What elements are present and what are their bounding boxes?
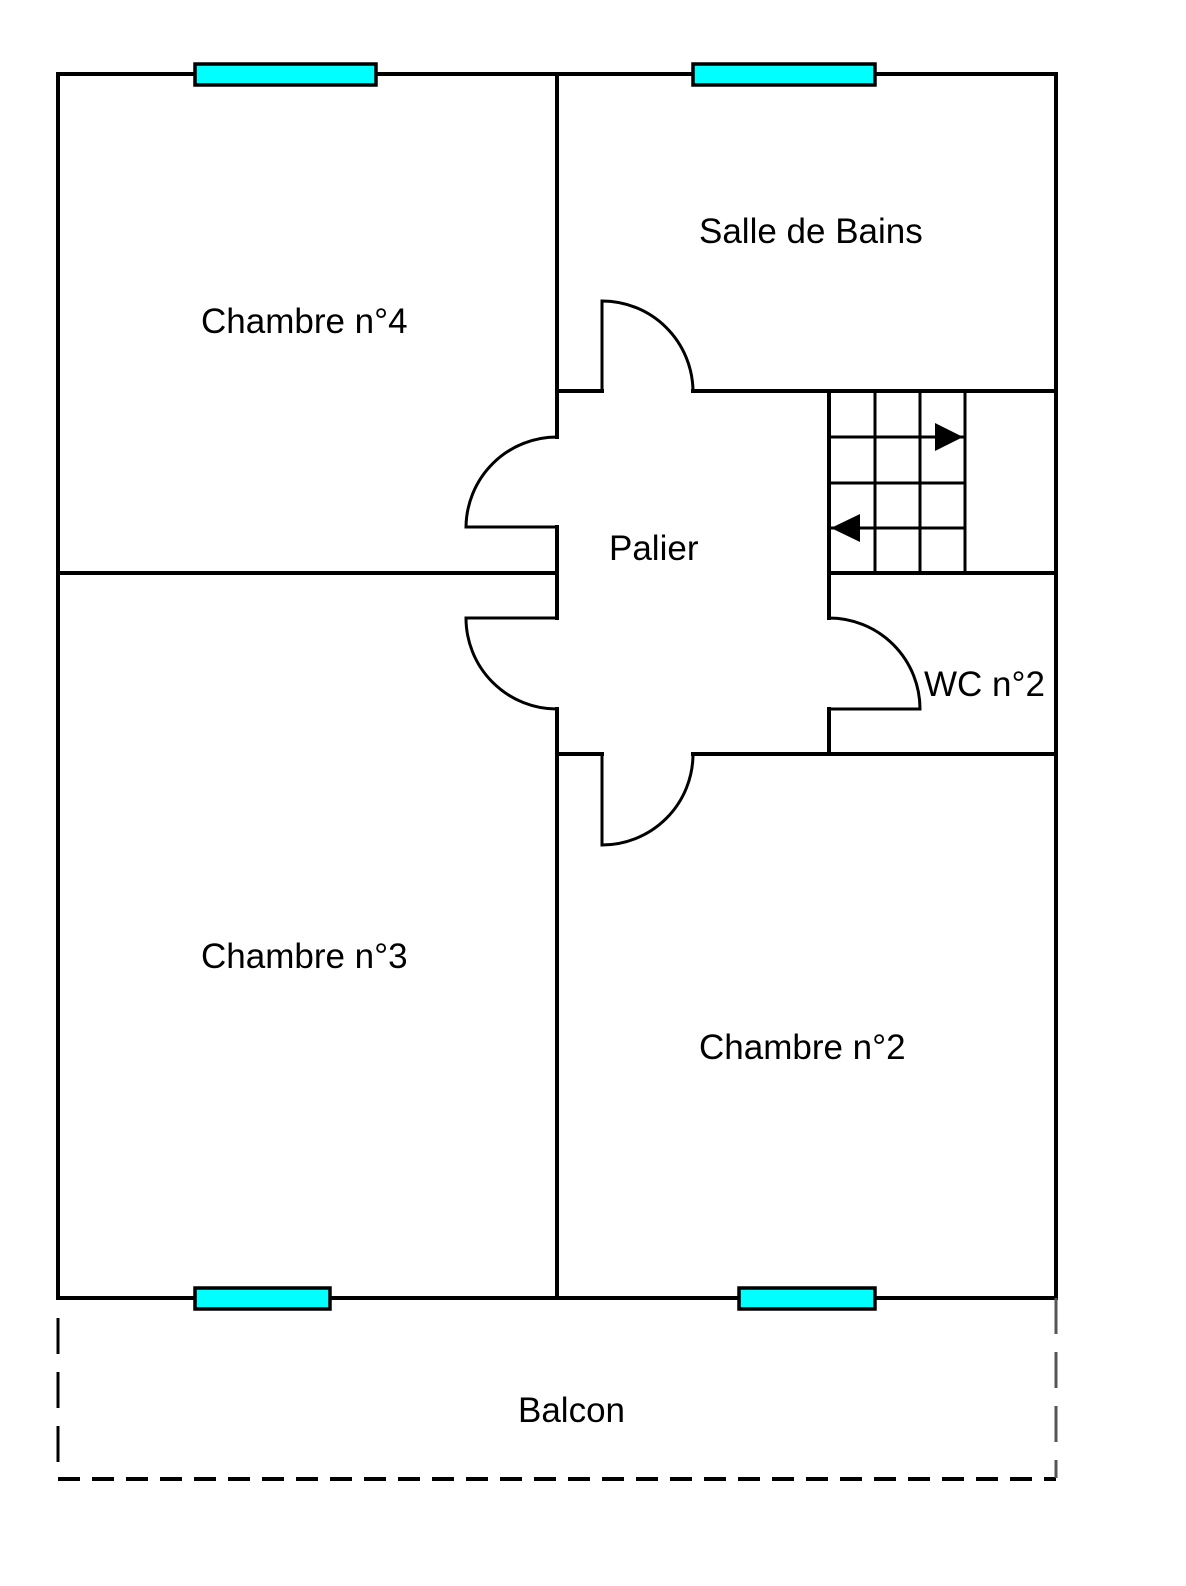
label-chambre3: Chambre n°3 <box>201 937 408 976</box>
door-wc2 <box>828 616 922 711</box>
balcony-outline <box>56 1298 1058 1481</box>
label-balcon: Balcon <box>518 1391 625 1430</box>
label-palier: Palier <box>609 529 699 568</box>
arrow-up-stairs-icon <box>935 423 963 451</box>
window <box>691 62 877 87</box>
window <box>193 1286 332 1311</box>
label-chambre2: Chambre n°2 <box>699 1028 906 1067</box>
label-chambre4: Chambre n°4 <box>201 302 408 341</box>
staircase <box>829 391 967 573</box>
windows <box>193 62 877 1311</box>
label-wc2: WC n°2 <box>924 665 1045 704</box>
door-salle-de-bains <box>600 299 695 392</box>
window <box>737 1286 877 1311</box>
label-salle-de-bains: Salle de Bains <box>699 212 923 251</box>
arrow-down-stairs-icon <box>831 514 860 542</box>
door-chambre2 <box>600 753 695 847</box>
room-labels: Chambre n°4 Salle de Bains Palier WC n°2… <box>201 212 1045 1430</box>
door-chambre4 <box>464 435 558 529</box>
interior-walls <box>56 72 1058 1300</box>
window <box>193 62 378 87</box>
door-chambre3 <box>464 616 558 711</box>
doors <box>464 299 922 847</box>
